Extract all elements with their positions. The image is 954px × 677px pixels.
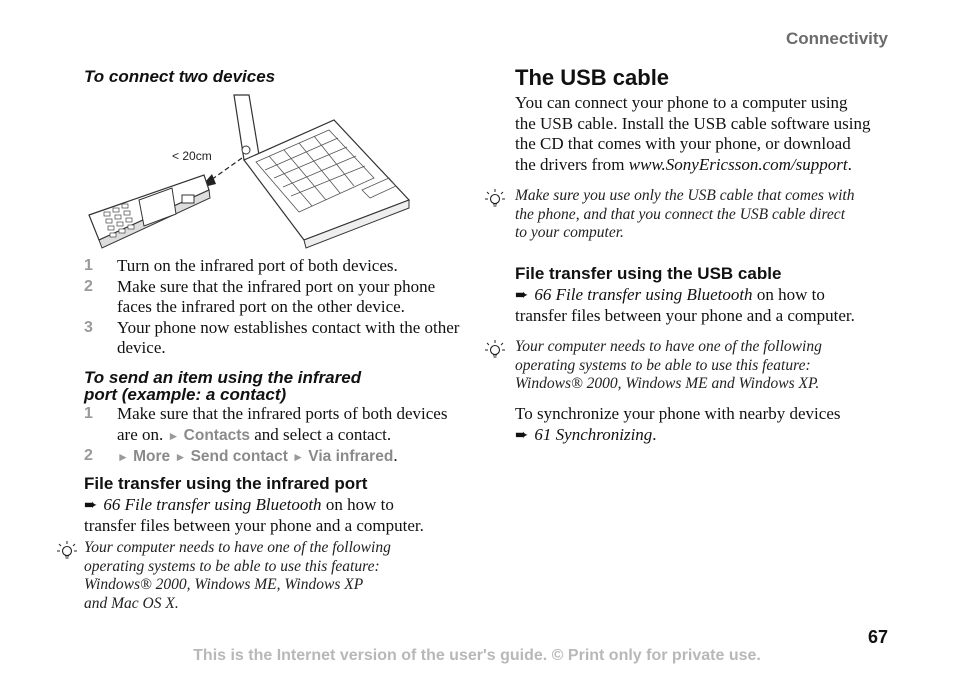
connect-steps: 1 Turn on the infrared port of both devi… (84, 256, 464, 359)
laptop-ir-port (241, 145, 251, 155)
step-number: 1 (84, 405, 93, 422)
menu-arrow-icon: ► (167, 428, 180, 443)
tip-bulb-icon (485, 189, 505, 207)
menu-arrow-icon: ► (174, 450, 187, 464)
step-1: 1 Turn on the infrared port of both devi… (84, 256, 464, 277)
menu-via-infrared: Via infrared (308, 448, 394, 465)
ftusb-ref: 66 File transfer using Bluetooth (534, 285, 753, 304)
step-text: Make sure that the infrared port on your… (117, 276, 436, 317)
infrared-illustration (88, 94, 411, 249)
ftusb-paragraph: ➨66 File transfer using Bluetooth on how… (515, 285, 855, 325)
page-number: 67 (867, 627, 888, 647)
footer-notice: This is the Internet version of the user… (193, 647, 761, 664)
usb-paragraph: You can connect your phone to a computer… (515, 93, 871, 174)
step-2: 2 Make sure that the infrared port on yo… (84, 277, 464, 318)
reference-arrow-icon: ➨ (515, 424, 529, 444)
send-step-1: 1 Make sure that the infrared ports of b… (84, 404, 464, 446)
usb-heading: The USB cable (515, 65, 670, 90)
menu-contacts: Contacts (183, 426, 250, 444)
step-text: Your phone now establishes contact with … (117, 317, 460, 358)
send-heading: To send an item using the infrared port … (84, 368, 362, 404)
tip-usb-cable: Make sure you use only the USB cable tha… (515, 187, 855, 241)
ftusb-heading: File transfer using the USB cable (515, 264, 782, 283)
connect-heading: To connect two devices (84, 67, 276, 86)
menu-arrow-icon: ► (292, 450, 305, 464)
menu-send-contact: Send contact (190, 448, 288, 465)
reference-arrow-icon: ➨ (84, 495, 98, 514)
tip-bulb-icon (57, 541, 77, 559)
send-steps: 1 Make sure that the infrared ports of b… (84, 404, 464, 468)
sync-paragraph: To synchronize your phone with nearby de… (515, 404, 841, 444)
laptop-keyboard (255, 129, 397, 213)
step-3: 3 Your phone now establishes contact wit… (84, 318, 464, 359)
support-link[interactable]: www.SonyEricsson.com/support (628, 154, 848, 174)
sync-ref: 61 Synchronizing (534, 424, 653, 444)
section-header: Connectivity (785, 29, 888, 48)
phone-drawing (88, 174, 211, 249)
step-number: 2 (84, 277, 93, 295)
menu-more: More (133, 448, 171, 465)
menu-arrow-icon: ► (117, 450, 129, 464)
ftir-paragraph: ➨66 File transfer using Bluetooth on how… (84, 495, 424, 535)
tip-os-requirements: Your computer needs to have one of the f… (515, 338, 822, 392)
step-text: Turn on the infrared port of both device… (117, 256, 398, 275)
step-number: 1 (84, 257, 93, 274)
ftir-heading: File transfer using the infrared port (84, 474, 368, 493)
step-text: Make sure that the infrared ports of bot… (117, 404, 448, 444)
step-number: 3 (84, 318, 93, 336)
tip-left: Your computer needs to have one of the f… (84, 539, 391, 612)
send-step-2: 2 ► More ► Send contact ► Via infrared. (84, 446, 398, 465)
reference-arrow-icon: ➨ (515, 285, 529, 304)
distance-label: < 20cm (172, 149, 212, 163)
tip-bulb-icon (485, 340, 505, 358)
step-number: 2 (84, 447, 93, 464)
ftir-ref: 66 File transfer using Bluetooth (103, 495, 322, 514)
step-tail: and select a contact. (254, 424, 392, 444)
